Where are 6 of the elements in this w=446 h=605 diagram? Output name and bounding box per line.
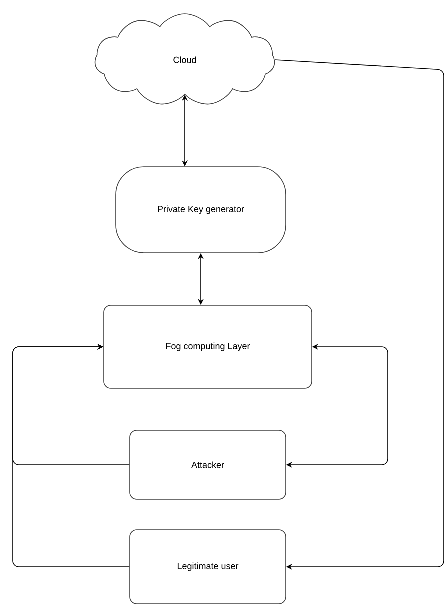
- process-box: Fog computing Layer: [104, 305, 312, 389]
- process-box: Attacker: [130, 430, 286, 500]
- process-box: Private Key generator: [116, 166, 286, 254]
- arrow: [12, 344, 130, 568]
- process-box: Legitimate user: [130, 530, 286, 604]
- arrow: [274, 60, 444, 570]
